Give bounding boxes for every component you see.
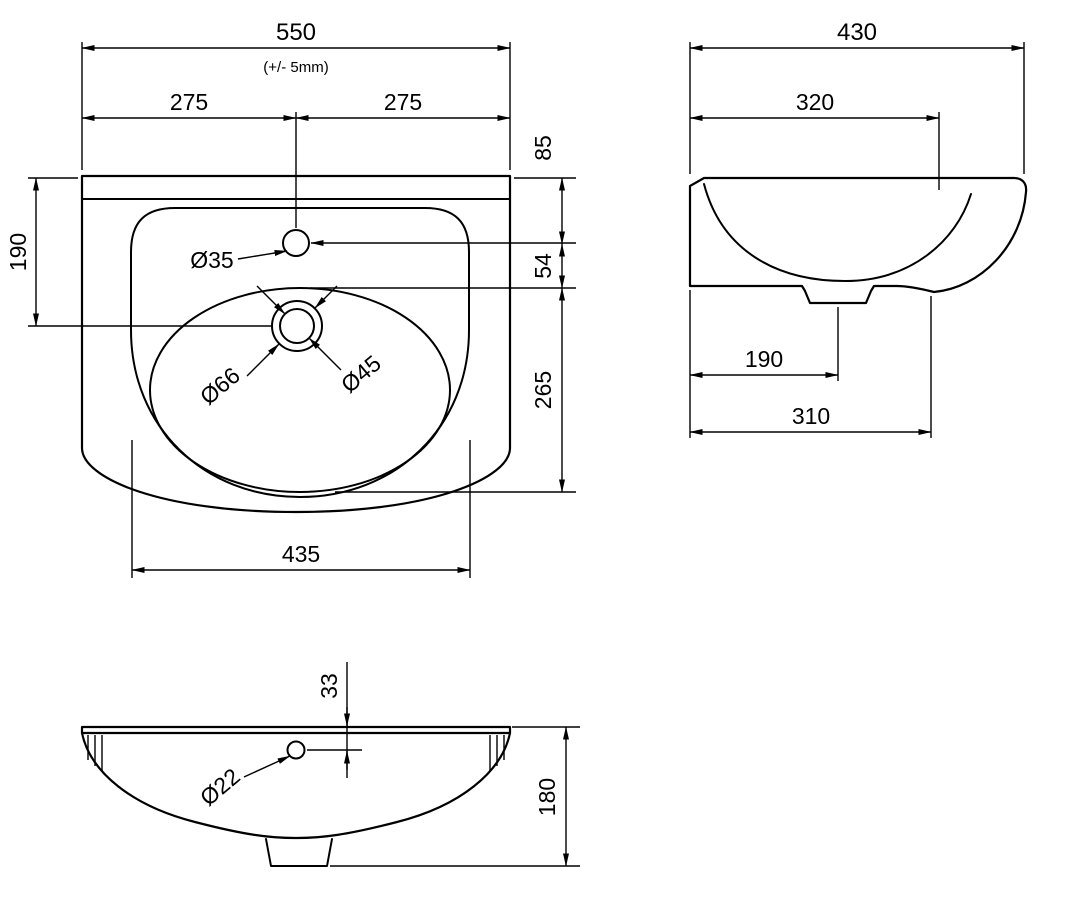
front-body-outline <box>80 731 512 840</box>
plan-dim-tolerance-label: (+/- 5mm) <box>263 59 328 76</box>
side-dim-320-label: 320 <box>796 89 834 115</box>
plan-drain-cross-arrow-ne <box>314 285 338 309</box>
plan-view: 550 (+/- 5mm) 275 275 190 85 54 265 435 … <box>5 19 576 578</box>
front-dim-33-label: 33 <box>316 673 342 699</box>
front-drain-boss-outline <box>265 838 333 867</box>
plan-drain-cross-arrow-nw <box>256 285 286 315</box>
plan-tap-dia-label: Ø35 <box>190 247 233 273</box>
plan-drain-inner-circle <box>279 308 315 344</box>
plan-dim-550-label: 550 <box>276 19 316 46</box>
side-bowl-section-line <box>703 183 972 282</box>
plan-dim-85-label: 85 <box>530 135 556 161</box>
front-dim-180-label: 180 <box>534 778 560 816</box>
side-basin-outline <box>688 176 1028 305</box>
front-rim-lines <box>80 725 512 735</box>
side-view: 430 320 190 310 <box>688 19 1028 438</box>
front-corner-hatch-lines <box>87 735 505 771</box>
plan-tap-hole <box>282 229 310 257</box>
front-tap-hole <box>286 740 306 760</box>
plan-basin-outline <box>80 174 512 514</box>
plan-dim-275-left-label: 275 <box>170 89 208 115</box>
side-dim-430-label: 430 <box>837 19 877 46</box>
front-tap-dia-label: Ø22 <box>195 763 245 811</box>
plan-tap-dia-leader <box>237 250 288 260</box>
plan-bowl-inner-line <box>149 287 451 493</box>
plan-extension-lines <box>28 42 576 578</box>
front-tap-dia-leader <box>243 755 291 778</box>
front-extension-lines <box>307 662 580 867</box>
side-extension-lines <box>689 42 1025 438</box>
plan-dim-54-label: 54 <box>530 253 556 279</box>
plan-drain-cross-arrow-sw <box>246 343 280 377</box>
side-dim-190-label: 190 <box>745 346 783 372</box>
plan-drain-inner-dia-label: Ø45 <box>336 350 386 398</box>
front-view: 33 Ø22 180 <box>80 662 580 867</box>
plan-dim-265-label: 265 <box>530 371 556 409</box>
plan-drain-cross-arrow-se <box>308 337 342 371</box>
plan-drain-outer-circle <box>271 300 323 352</box>
plan-dim-275-right-label: 275 <box>384 89 422 115</box>
side-dim-310-label: 310 <box>792 403 830 429</box>
plan-dim-190-label: 190 <box>5 233 31 271</box>
plan-dim-435-label: 435 <box>282 541 320 567</box>
plan-drain-outer-dia-label: Ø66 <box>195 362 245 410</box>
